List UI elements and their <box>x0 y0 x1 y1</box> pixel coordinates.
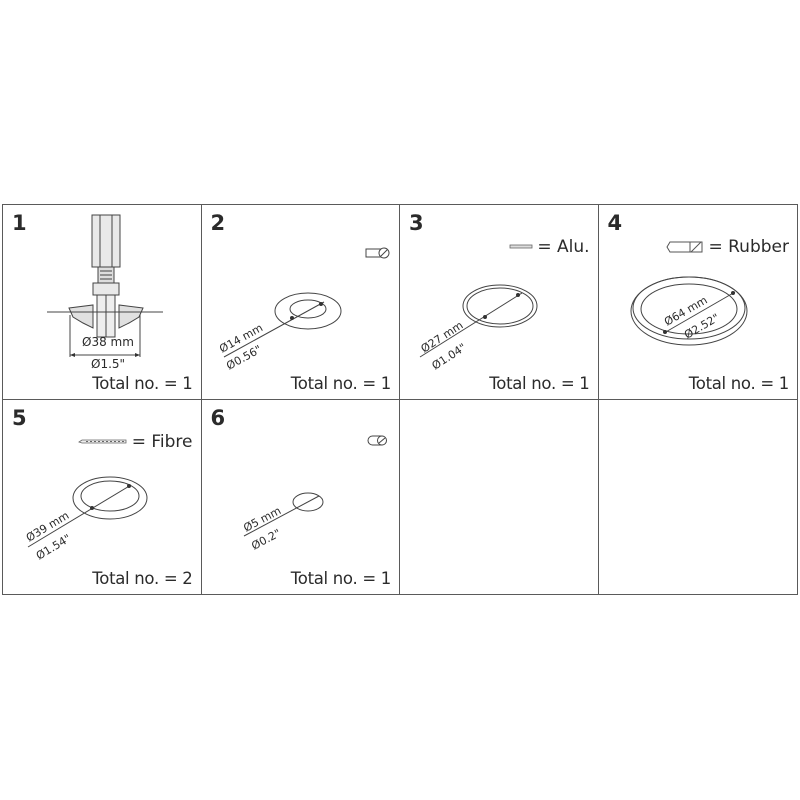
part-cell-2: 2 Ø14 mm Ø0.56" Total no. = 1 <box>201 205 400 400</box>
dimension-inch: Ø1.5" <box>91 357 126 371</box>
part-cell-6: 6 Ø5 mm Ø0.2" Total no. = 1 <box>202 399 400 594</box>
material-label: = Alu. <box>537 237 590 257</box>
fibre-gasket-icon: Ø39 mm Ø1.54" <box>24 476 148 562</box>
total-count: Total no. = 1 <box>688 373 790 393</box>
total-count: Total no. = 2 <box>92 569 193 588</box>
rubber-o-ring-icon: Ø64 mm Ø2.52" <box>630 276 747 346</box>
material-label: = Fibre <box>131 431 193 452</box>
fibre-section-icon <box>77 439 127 443</box>
total-count: Total no. = 1 <box>489 373 590 393</box>
aluminium-section-icon <box>509 244 533 249</box>
part-cell-3: 3 = Alu. Ø27 mm Ø1.04" Total no. = 1 <box>400 205 599 400</box>
part-number: 5 <box>12 405 27 430</box>
flat-washer-icon: Ø14 mm Ø0.56" <box>217 247 389 373</box>
part-number: 3 <box>409 211 424 235</box>
material-legend: = Fibre <box>77 431 193 452</box>
spare-parts-grid: 1 Ø38 mm Ø1.5" Total no. = 1 <box>2 204 798 595</box>
material-label: = Rubber <box>708 237 789 257</box>
valve-insert-icon <box>47 214 163 357</box>
small-o-ring-icon: Ø5 mm Ø0.2" <box>241 435 387 552</box>
part-number: 1 <box>12 211 27 235</box>
material-legend: = Alu. <box>509 237 590 257</box>
total-count: Total no. = 1 <box>92 373 193 393</box>
dimension-mm: Ø38 mm <box>82 335 134 349</box>
part-number: 6 <box>210 405 226 430</box>
rubber-section-icon <box>666 241 703 253</box>
part-cell-5: 5 = Fibre Ø39 mm Ø1.54" Total no. = 2 <box>3 399 202 594</box>
material-legend: = Rubber <box>666 237 789 257</box>
part-cell-1: 1 Ø38 mm Ø1.5" Total no. = 1 <box>3 205 202 400</box>
part-number: 2 <box>210 211 226 235</box>
part-cell-4: 4 = Rubber Ø64 mm Ø2.52" Total no. = 1 <box>598 205 797 400</box>
total-count: Total no. = 1 <box>290 569 392 588</box>
alu-ring-icon: Ø27 mm Ø1.04" <box>419 284 538 373</box>
empty-cell-8 <box>599 400 798 595</box>
part-number: 4 <box>607 211 623 235</box>
empty-cell-7 <box>400 399 599 594</box>
total-count: Total no. = 1 <box>290 373 392 393</box>
